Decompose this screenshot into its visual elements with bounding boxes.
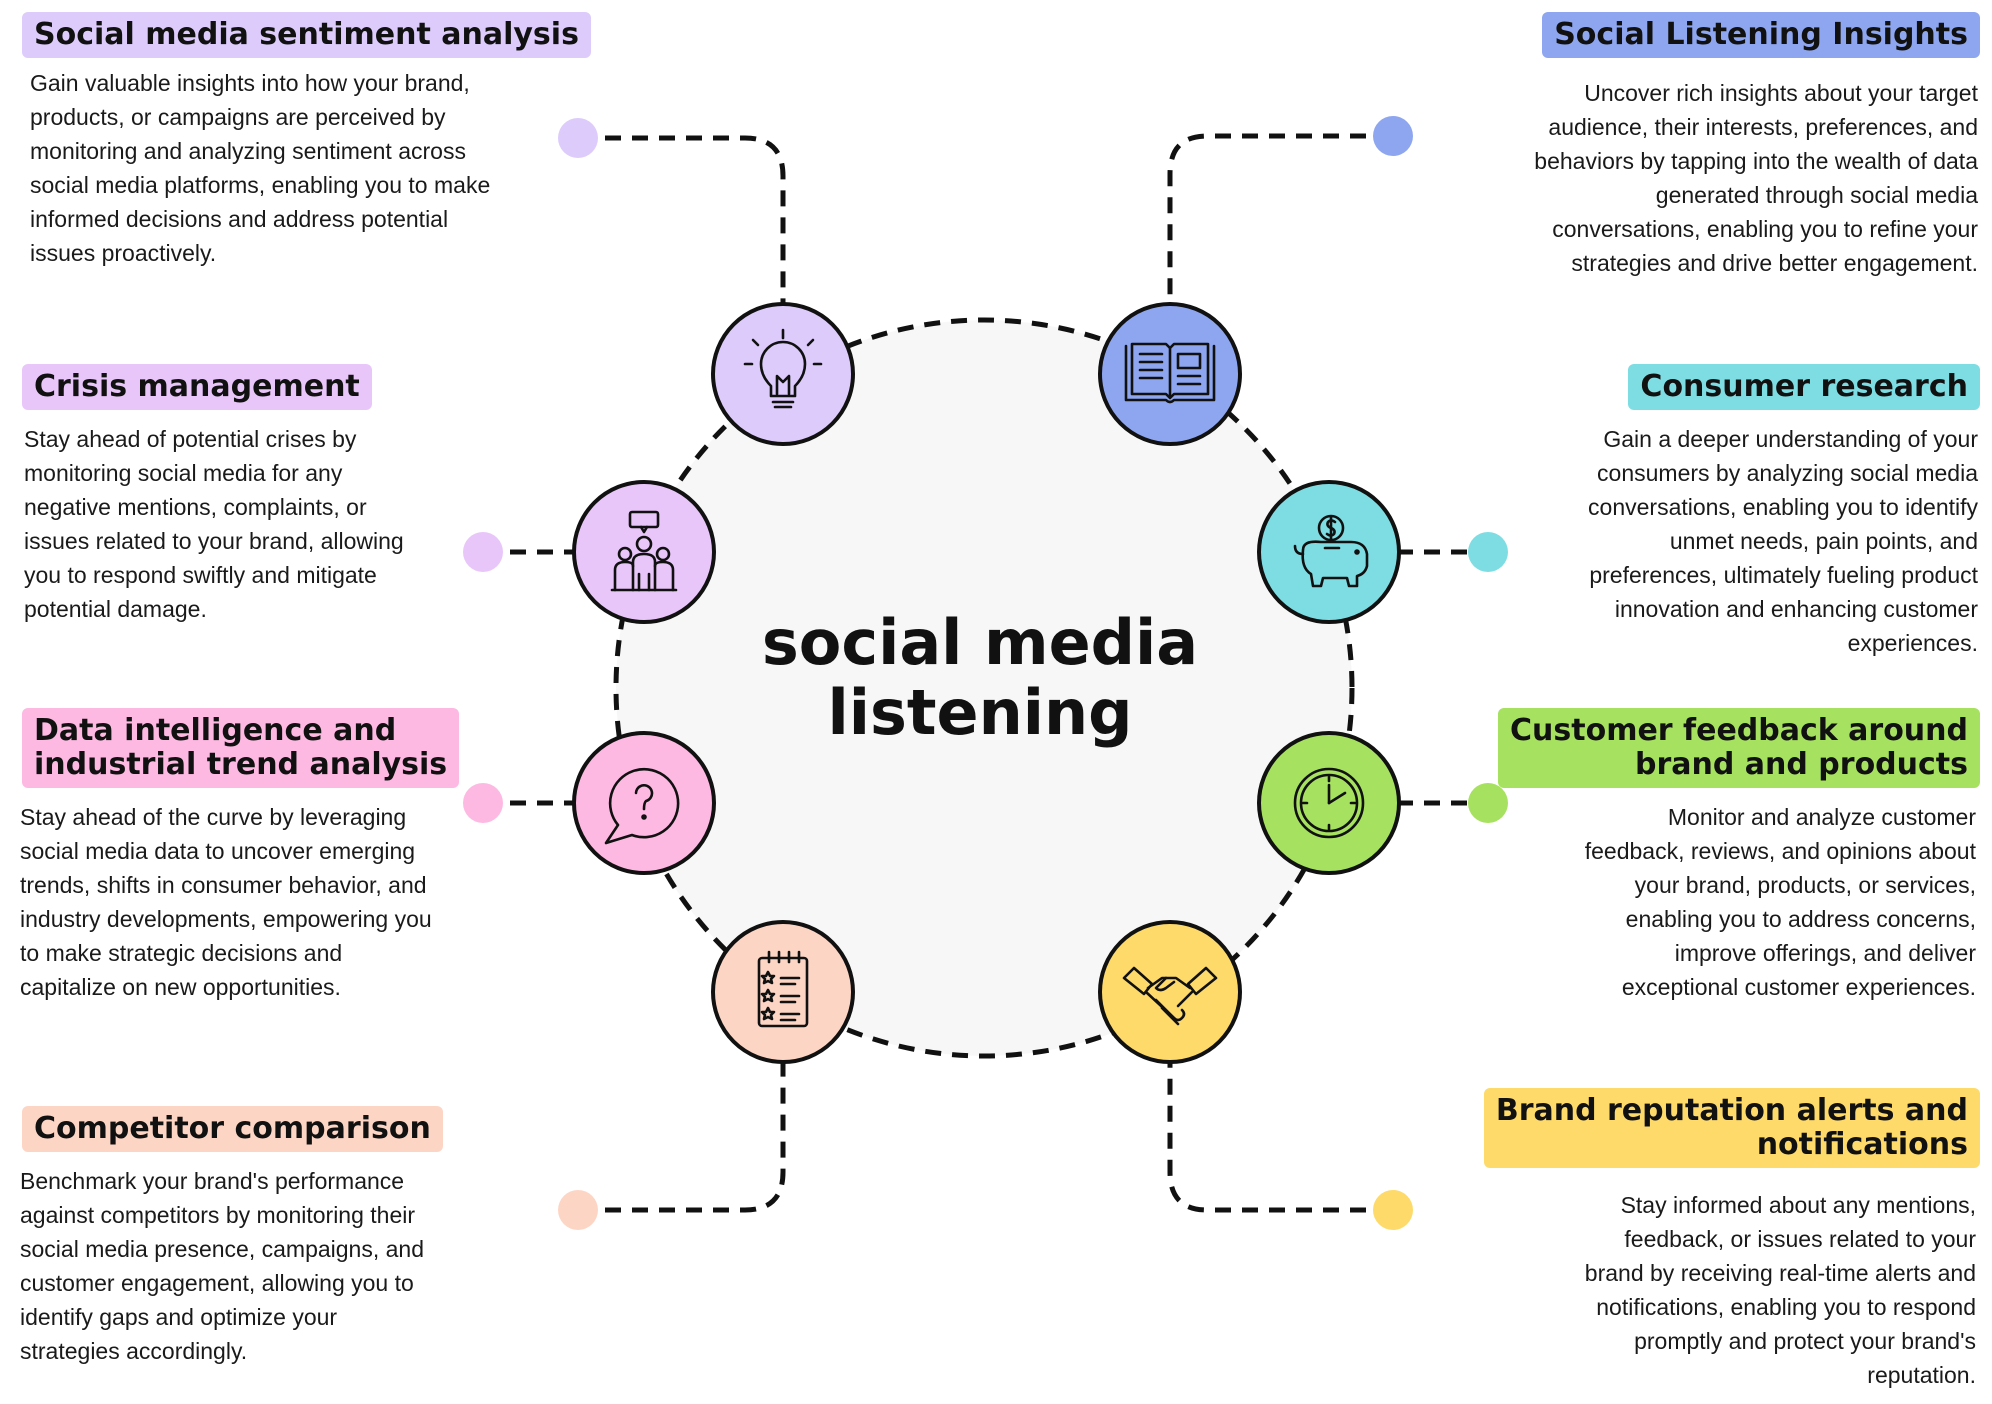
dot-feedback	[1468, 783, 1508, 823]
connector-reputation	[1167, 1060, 1393, 1213]
card-title-insights: Social Listening Insights	[1542, 12, 1980, 58]
card-desc-insights: Uncover rich insights about your target …	[1534, 80, 1978, 276]
open-book-icon	[1124, 342, 1216, 404]
node-competitor	[711, 920, 855, 1064]
connector-insights	[1167, 133, 1393, 303]
dot-trend	[463, 783, 503, 823]
card-title-feedback: Customer feedback around brand and produ…	[1498, 708, 1980, 788]
node-sentiment	[711, 302, 855, 446]
dot-crisis	[463, 532, 503, 572]
question-bubble-icon	[604, 767, 680, 845]
card-title-reputation: Brand reputation alerts and notification…	[1483, 1088, 1980, 1168]
rating-checklist-icon	[757, 950, 809, 1028]
card-title-competitor: Competitor comparison	[22, 1106, 443, 1152]
handshake-icon	[1122, 966, 1218, 1026]
card-title-sentiment: Social media sentiment analysis	[22, 12, 591, 58]
card-desc-competitor: Benchmark your brand's performance again…	[20, 1168, 425, 1364]
lightbulb-icon	[743, 328, 823, 409]
dot-competitor	[558, 1190, 598, 1230]
node-consumer	[1257, 480, 1401, 624]
card-title-consumer: Consumer research	[1628, 364, 1980, 410]
card-title-crisis: Crisis management	[22, 364, 372, 410]
card-desc-reputation: Stay informed about any mentions, feedba…	[1584, 1192, 1976, 1388]
card-desc-crisis: Stay ahead of potential crises by monito…	[24, 426, 404, 622]
center-title: social media listening	[740, 608, 1220, 748]
team-discussion-icon	[610, 510, 678, 592]
center-circle	[613, 317, 1355, 1059]
card-desc-feedback: Monitor and analyze customer feedback, r…	[1584, 804, 1976, 1000]
center-title-line-1: social media	[761, 606, 1199, 679]
dot-consumer	[1468, 532, 1508, 572]
node-reputation	[1098, 920, 1242, 1064]
card-desc-consumer: Gain a deeper understanding of your cons…	[1588, 426, 1978, 656]
piggy-bank-icon	[1293, 514, 1369, 588]
card-desc-trend: Stay ahead of the curve by leveraging so…	[20, 804, 432, 1000]
card-desc-sentiment: Gain valuable insights into how your bra…	[30, 70, 491, 266]
connector-competitor	[578, 1060, 786, 1213]
connector-sentiment	[578, 135, 786, 303]
dot-reputation	[1373, 1190, 1413, 1230]
dot-insights	[1373, 116, 1413, 156]
card-title-trend: Data intelligence and industrial trend a…	[22, 708, 460, 788]
center-title-line-2: listening	[827, 676, 1133, 749]
clock-icon	[1293, 767, 1365, 839]
dot-sentiment	[558, 118, 598, 158]
